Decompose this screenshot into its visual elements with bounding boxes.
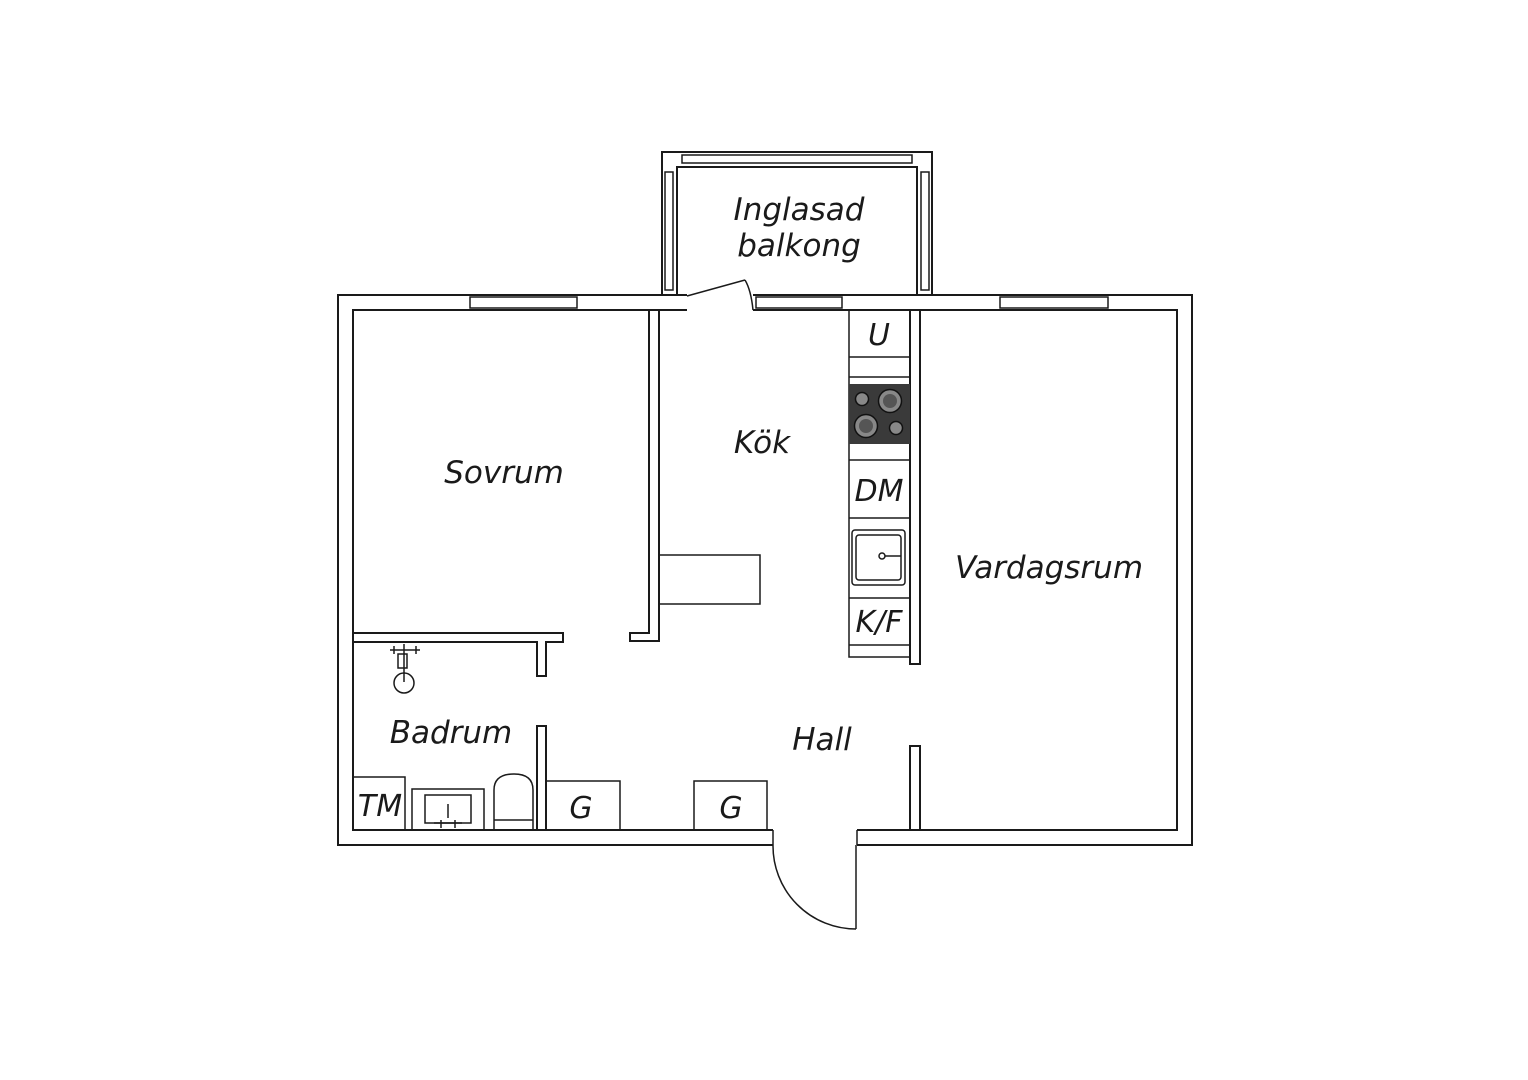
toilet-icon [493, 773, 534, 830]
balcony-label-line2: balkong [737, 228, 861, 264]
balcony [661, 151, 933, 295]
kitchen-counter [659, 554, 761, 605]
washer-label: TM [358, 789, 402, 824]
stove-burners [853, 388, 904, 439]
windows [469, 296, 1109, 309]
wardrobe-2-label: G [719, 791, 742, 826]
balcony-door [686, 279, 754, 312]
kitchen-sink-icon [851, 529, 906, 586]
fridge-freezer-label: K/F [855, 605, 903, 640]
dishwasher-label: DM [855, 474, 904, 509]
living-room-label: Vardagsrum [955, 550, 1143, 586]
kitchen-label: Kök [734, 425, 791, 461]
interior-walls [352, 309, 921, 831]
bathroom-label: Badrum [390, 715, 513, 751]
shower-icon [390, 644, 420, 694]
wardrobe-1-label: G [569, 791, 592, 826]
bathroom-fixtures [352, 776, 485, 831]
balcony-label-line1: Inglasad [734, 192, 865, 228]
wardrobes [545, 780, 768, 831]
entrance-door [772, 828, 858, 930]
bedroom-label: Sovrum [444, 455, 564, 491]
freezer-label: U [868, 318, 890, 353]
hall-label: Hall [792, 722, 852, 758]
